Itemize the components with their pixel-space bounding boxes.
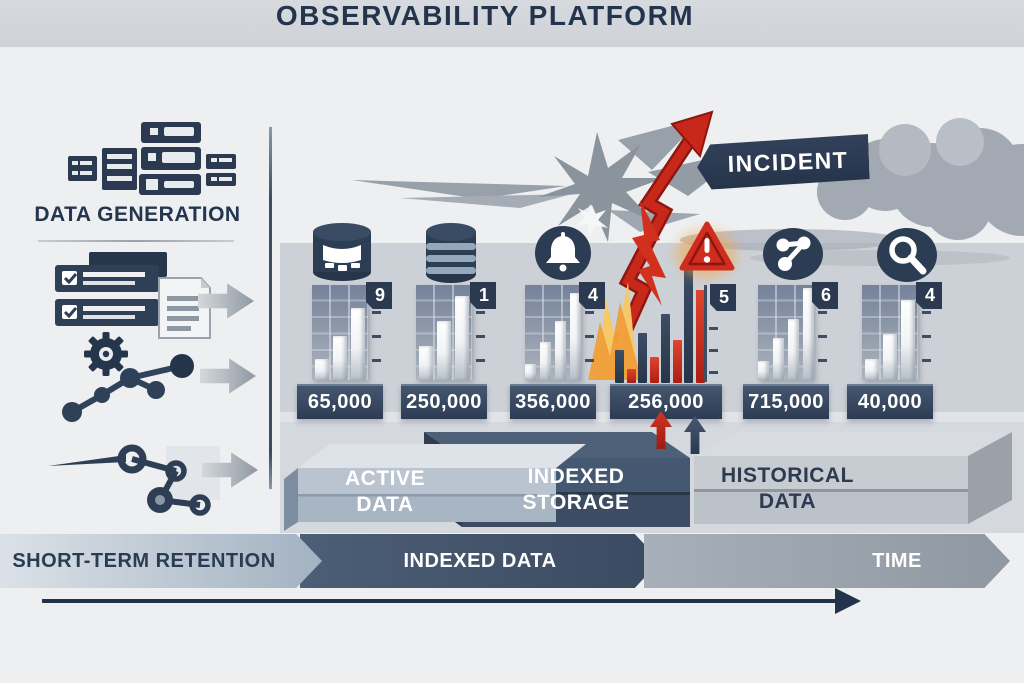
historical-data-block [694,432,1012,524]
bar [758,361,769,380]
bar-navy [615,350,625,383]
explosion-spark [576,204,608,238]
count-badge: 1 [470,282,496,309]
axis-tick [709,327,718,330]
indexed-storage-label: INDEXED STORAGE [522,465,630,514]
count-badge: 9 [366,282,392,309]
database-icon [426,223,476,283]
mini-bar-chart [312,285,368,380]
bar [419,345,433,380]
trace-route-icon [48,444,220,516]
mini-bar-chart [525,285,581,380]
bar [865,359,879,380]
metric-value-label: 715,000 [743,384,829,419]
active-data-block [284,444,586,531]
bar-navy [661,314,671,383]
bar [315,359,329,380]
metric-value-label: 65,000 [297,384,383,419]
axis-tick [585,359,594,362]
timeline-segment-indexed: INDEXED DATA [300,534,660,588]
bar [437,321,451,380]
server-cluster-icon [68,122,236,195]
search-icon [877,228,937,282]
metric-value-label: 256,000 [610,384,722,419]
document-sheet [158,277,211,339]
bars [312,285,368,380]
axis-tick [585,335,594,338]
mini-bar-chart [862,285,918,380]
timeline-segment-time: TIME [644,534,1010,588]
axis-tick [372,359,381,362]
axis-tick [372,335,381,338]
alert-bell-icon [535,226,591,280]
count-badge: 4 [916,282,942,309]
bar [333,336,347,380]
axis-tick [818,311,827,314]
axis-tick [476,359,485,362]
axis-tick [818,335,827,338]
bar [803,287,814,380]
bar [555,321,566,380]
mini-bar-chart [416,285,472,380]
bars [862,285,918,380]
bar [525,363,536,380]
axis-tick [476,311,485,314]
axis-tick [585,311,594,314]
bar [455,296,469,380]
historical-data-label: HISTORICAL DATA [721,464,854,513]
bars [525,285,581,380]
count-badge: 5 [710,284,736,311]
metric-value-label: 356,000 [510,384,596,419]
axis-tick [476,335,485,338]
share-network-icon [763,228,823,280]
mini-bar-chart [758,285,814,380]
bar [540,342,551,380]
bar-red [695,290,705,383]
bar [351,307,365,380]
bar-navy [684,258,694,383]
bar-red [649,357,659,383]
active-data-label: ACTIVE DATA [344,467,425,516]
metric-value-label: 40,000 [847,384,933,419]
divider [38,240,234,242]
page-title: OBSERVABILITY PLATFORM [275,0,695,31]
bar [901,300,915,380]
metrics-cylinder-icon [313,223,371,281]
timeline-segment-short-term: SHORT-TERM RETENTION [0,534,322,588]
bars [758,285,814,380]
axis-tick [709,371,718,374]
bar-red [626,368,636,383]
bar [570,292,581,380]
bar [883,334,897,380]
axis-tick [922,359,931,362]
incident-bar-chart [612,240,708,383]
bars [416,285,472,380]
bar-navy [638,332,648,383]
bar-red [672,340,682,383]
count-badge: 6 [812,282,838,309]
incident-label: INCIDENT [727,146,849,177]
axis-tick [372,311,381,314]
metric-value-label: 250,000 [401,384,487,419]
title-band [0,0,1024,47]
axis-tick [922,335,931,338]
gear-pipeline-icon [62,332,194,422]
time-axis-line [42,599,837,603]
warning-triangle-icon [679,221,735,271]
explosion-burst [538,132,664,242]
panel-divider [269,127,272,489]
axis-tick [922,311,931,314]
time-axis-arrowhead [835,588,861,614]
checklist-documents-icon [55,252,211,339]
bar [773,338,784,380]
incident-axis [704,285,707,382]
axis-tick [709,349,718,352]
axis-tick [818,359,827,362]
bar [788,319,799,380]
count-badge: 4 [579,282,605,309]
data-generation-heading: DATA GENERATION [34,203,241,226]
flames [588,200,666,380]
